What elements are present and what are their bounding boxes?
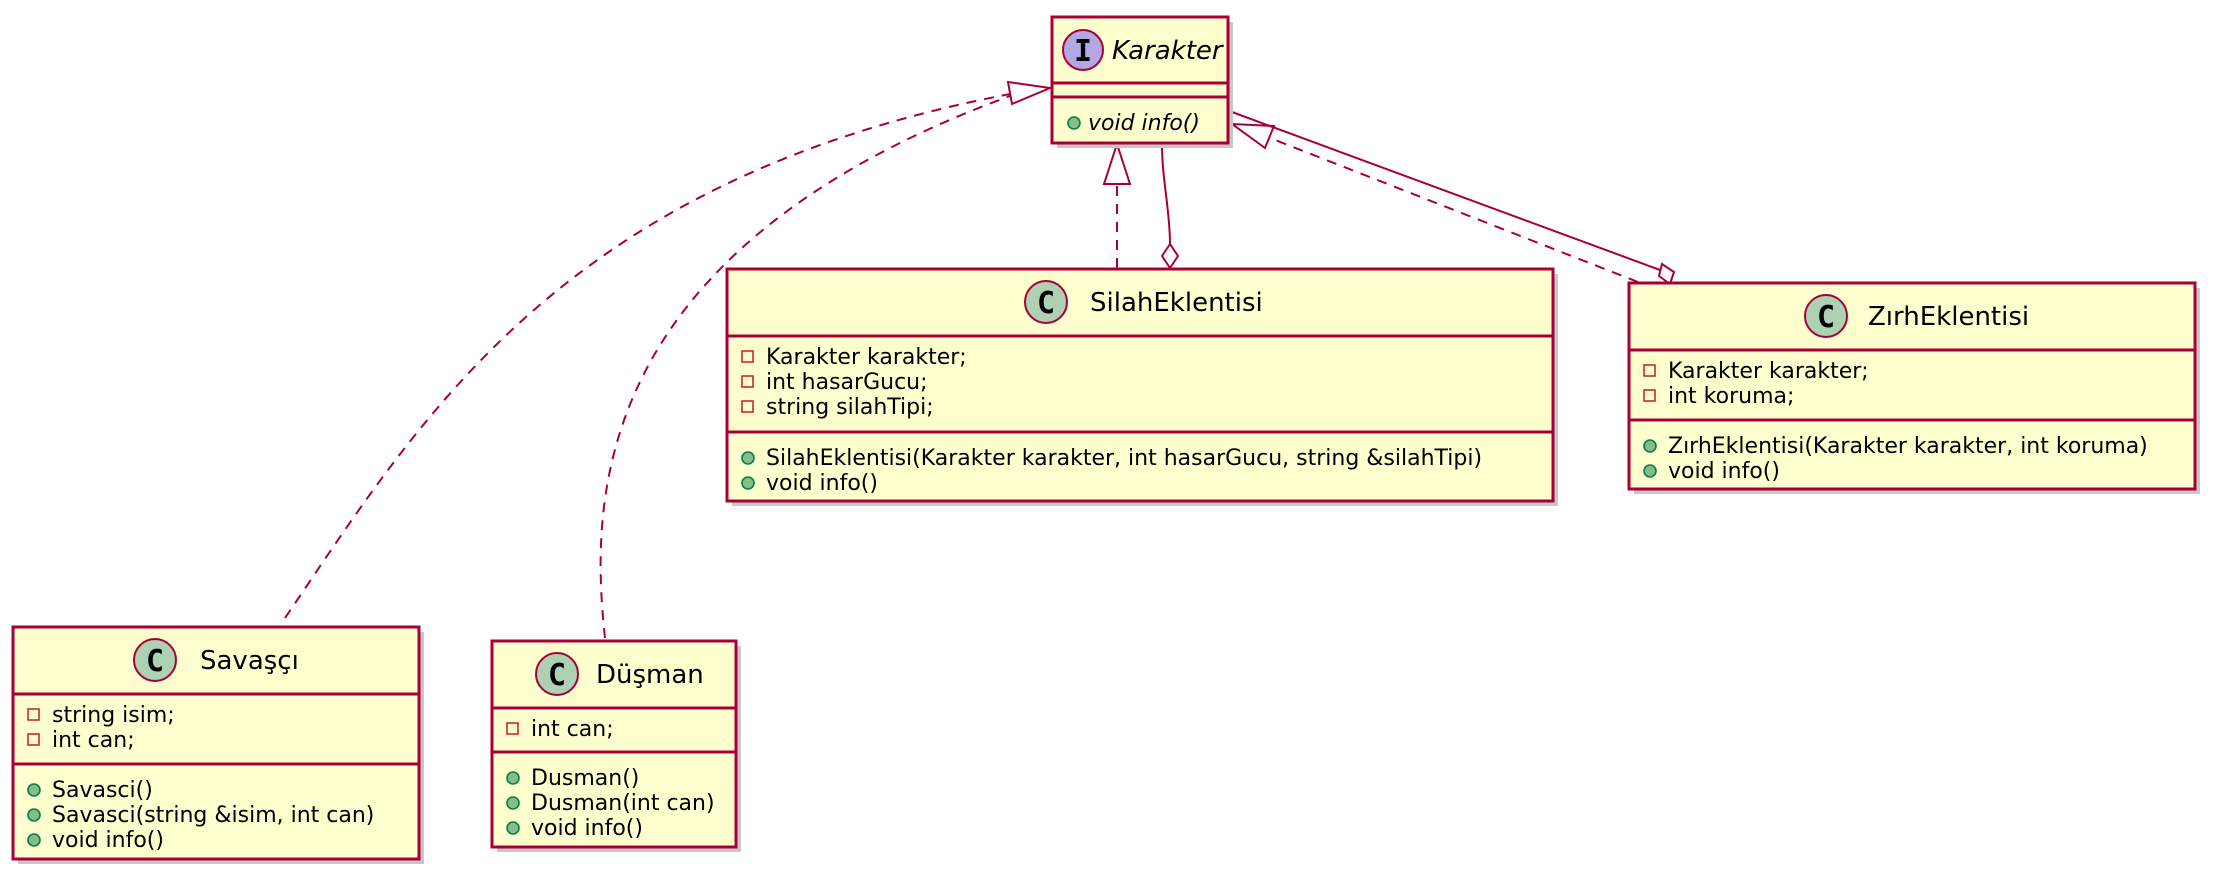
class-badge-icon — [133, 638, 177, 682]
private-visibility-icon — [741, 400, 754, 413]
realization-line-zirh — [1269, 137, 1639, 283]
public-visibility-icon — [27, 808, 41, 822]
interface-badge-letter: I — [1074, 34, 1092, 69]
public-visibility-icon — [741, 451, 755, 465]
realization-arrowhead-zirh — [1228, 122, 1276, 150]
class-silah-eklentisi: C SilahEklentisi Karakter karakter; int … — [725, 267, 1558, 506]
class-title: Düşman — [596, 660, 704, 690]
interface-method: void info() — [1088, 111, 1200, 136]
class-title: ZırhEklentisi — [1868, 302, 2029, 332]
class-badge-letter: C — [548, 658, 566, 693]
interface-title: Karakter — [1112, 36, 1225, 66]
public-visibility-icon — [506, 771, 520, 785]
class-field: string silahTipi; — [766, 395, 934, 420]
class-field: int hasarGucu; — [766, 370, 928, 395]
class-method: ZırhEklentisi(Karakter karakter, int kor… — [1668, 434, 2148, 459]
class-dusman: C Düşman int can; Dusman() Dusman(int ca… — [490, 639, 741, 852]
class-method: void info() — [766, 471, 878, 496]
class-badge-icon — [1804, 294, 1848, 338]
realization-line-savasci — [284, 93, 1011, 619]
class-method: Dusman(int can) — [531, 791, 715, 816]
realization-arrowhead-left — [1006, 80, 1054, 106]
public-visibility-icon — [27, 783, 41, 797]
class-method: void info() — [1668, 459, 1780, 484]
relationships — [284, 80, 1676, 639]
class-field: int can; — [531, 717, 614, 742]
class-badge-icon — [1024, 280, 1068, 324]
class-field: Karakter karakter; — [766, 345, 967, 370]
public-visibility-icon — [1067, 116, 1081, 130]
aggregation-diamond-zirh — [1657, 262, 1676, 286]
public-visibility-icon — [27, 833, 41, 847]
class-field: int koruma; — [1668, 384, 1794, 409]
class-field: Karakter karakter; — [1668, 359, 1869, 384]
class-method: void info() — [531, 816, 643, 841]
class-title: SilahEklentisi — [1090, 288, 1263, 318]
public-visibility-icon — [741, 476, 755, 490]
private-visibility-icon — [27, 708, 40, 721]
class-badge-letter: C — [146, 644, 164, 679]
class-method: Dusman() — [531, 766, 639, 791]
private-visibility-icon — [506, 722, 519, 735]
private-visibility-icon — [1643, 364, 1656, 377]
class-zirh-eklentisi: C ZırhEklentisi Karakter karakter; int k… — [1627, 281, 2200, 494]
public-visibility-icon — [506, 821, 520, 835]
interface-badge-icon — [1062, 29, 1104, 71]
public-visibility-icon — [1643, 439, 1657, 453]
class-method: void info() — [52, 828, 164, 853]
class-method: Savasci() — [52, 778, 153, 803]
private-visibility-icon — [741, 350, 754, 363]
aggregation-line-zirh — [1231, 111, 1661, 271]
private-visibility-icon — [741, 375, 754, 388]
realization-arrowhead-silah — [1102, 140, 1132, 185]
class-badge-icon — [535, 652, 579, 696]
aggregation-diamond-silah — [1160, 242, 1180, 270]
class-badge-letter: C — [1817, 300, 1835, 335]
realization-line-dusman — [599, 95, 1011, 639]
private-visibility-icon — [1643, 389, 1656, 402]
aggregation-line-silah — [1161, 143, 1171, 245]
class-method: Savasci(string &isim, int can) — [52, 803, 374, 828]
class-badge-letter: C — [1037, 286, 1055, 321]
class-title: Savaşçı — [200, 646, 299, 676]
public-visibility-icon — [506, 796, 520, 810]
class-method: SilahEklentisi(Karakter karakter, int ha… — [766, 446, 1482, 471]
class-field: string isim; — [52, 703, 175, 728]
interface-karakter: I Karakter void info() — [1050, 15, 1233, 148]
private-visibility-icon — [27, 733, 40, 746]
class-field: int can; — [52, 728, 135, 753]
public-visibility-icon — [1643, 464, 1657, 478]
class-savasci: C Savaşçı string isim; int can; Savasci(… — [11, 625, 424, 864]
